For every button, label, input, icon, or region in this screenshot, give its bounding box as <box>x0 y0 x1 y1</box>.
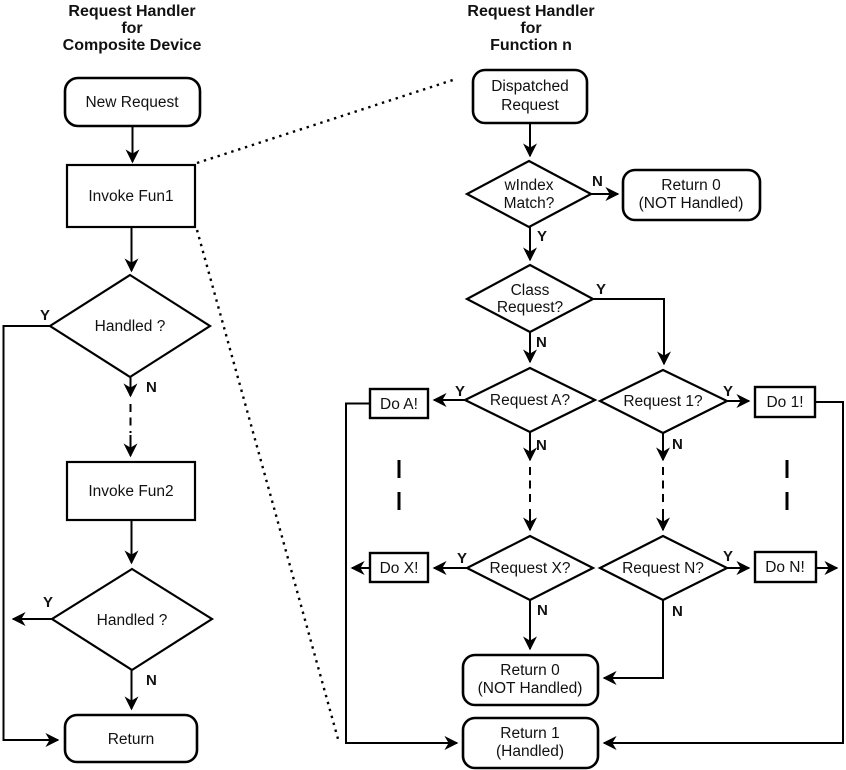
title-line: for <box>520 20 541 37</box>
node-request-a-decision <box>462 366 598 434</box>
node-dispatched-request-label: Dispatched <box>491 78 569 95</box>
handled1-yes-label: Y <box>40 307 50 324</box>
title-line: Function n <box>490 37 572 54</box>
callout-line-top <box>196 77 457 165</box>
node-do-1-label: Do 1! <box>766 394 803 411</box>
node-new-request-label: New Request <box>85 94 179 111</box>
function-n-title: Request Handler for Function n <box>467 3 594 54</box>
handled2-yes-label: Y <box>43 594 53 611</box>
node-windex-match-label: Match? <box>504 195 555 212</box>
edge-do-a-rail-to-return1 <box>345 402 459 750</box>
callout-lines <box>195 77 457 740</box>
request-x-yes-label: Y <box>457 550 467 567</box>
node-class-request-label: Class <box>511 282 550 299</box>
windex-no-label: N <box>592 173 603 190</box>
node-windex-match-decision <box>464 159 594 229</box>
node-new-request <box>63 76 202 128</box>
title-line: for <box>121 20 142 37</box>
node-return0-bottom-label: Return 0 <box>500 662 560 679</box>
node-request-1-decision <box>597 368 730 435</box>
node-request-a-label: Request A? <box>490 392 571 409</box>
node-return1-label: Return 1 <box>500 725 559 742</box>
request-x-no-label: N <box>537 602 548 619</box>
request-n-yes-label: Y <box>723 548 733 565</box>
node-handled1-decision <box>47 273 213 379</box>
node-request-x-decision <box>464 534 596 602</box>
composite-device-title: Request Handler for Composite Device <box>63 3 202 54</box>
edge-class-yes-to-request1 <box>593 298 671 366</box>
handled1-no-label: N <box>146 379 157 396</box>
function-n-flowchart: Request Handler for Function n <box>345 3 844 770</box>
node-return0-top-label: Return 0 <box>661 177 721 194</box>
callout-line-bottom <box>195 229 340 740</box>
node-do-a <box>368 387 430 420</box>
node-return0-top-label: (NOT Handled) <box>639 195 744 212</box>
node-do-a-label: Do A! <box>380 396 418 413</box>
title-line: Request Handler <box>467 3 594 20</box>
edge-do1-rail-to-return1 <box>602 401 844 750</box>
class-yes-label: Y <box>596 281 606 298</box>
node-return-label: Return <box>108 731 155 748</box>
title-line: Composite Device <box>63 37 202 54</box>
request-n-no-label: N <box>672 603 683 620</box>
node-return0-bottom <box>461 653 600 707</box>
node-return0-bottom-label: (NOT Handled) <box>478 680 583 697</box>
node-class-request-label: Request? <box>497 299 564 316</box>
request-a-no-label: N <box>536 437 547 454</box>
node-return1-label: (Handled) <box>496 743 564 760</box>
node-invoke-fun1-label: Invoke Fun1 <box>88 188 173 205</box>
request-a-yes-label: Y <box>455 383 465 400</box>
composite-device-flowchart: Request Handler for Composite Device New… <box>2 3 215 764</box>
node-invoke-fun2 <box>65 460 197 522</box>
node-request-n-label: Request N? <box>622 560 704 577</box>
request-1-yes-label: Y <box>723 383 733 400</box>
edge-handled1-yes-to-return <box>2 325 60 747</box>
node-invoke-fun1 <box>65 163 197 229</box>
node-invoke-fun2-label: Invoke Fun2 <box>88 483 173 500</box>
handled2-no-label: N <box>146 672 157 689</box>
node-request-1-label: Request 1? <box>623 393 703 410</box>
node-handled2-label: Handled ? <box>97 612 168 629</box>
node-do-x <box>368 551 430 584</box>
request-1-no-label: N <box>672 436 683 453</box>
title-line: Request Handler <box>68 3 195 20</box>
windex-yes-label: Y <box>537 228 547 245</box>
node-do-n <box>753 550 818 584</box>
node-dispatched-request-label: Request <box>501 97 559 114</box>
class-no-label: N <box>536 334 547 351</box>
node-return0-top <box>621 168 762 222</box>
node-do-x-label: Do X! <box>380 560 419 577</box>
node-class-request-decision <box>464 263 596 334</box>
node-windex-match-label: wIndex <box>503 177 553 194</box>
node-handled1-label: Handled ? <box>95 318 166 335</box>
node-handled2-decision <box>49 567 215 672</box>
node-return1 <box>461 716 600 770</box>
node-do-1 <box>753 385 817 419</box>
edge-request-n-no-to-return0-bottom <box>602 600 664 685</box>
node-return <box>63 713 199 764</box>
node-request-x-label: Request X? <box>490 560 571 577</box>
node-request-n-decision <box>597 534 730 602</box>
node-dispatched-request <box>471 68 589 125</box>
node-do-n-label: Do N! <box>765 559 805 576</box>
